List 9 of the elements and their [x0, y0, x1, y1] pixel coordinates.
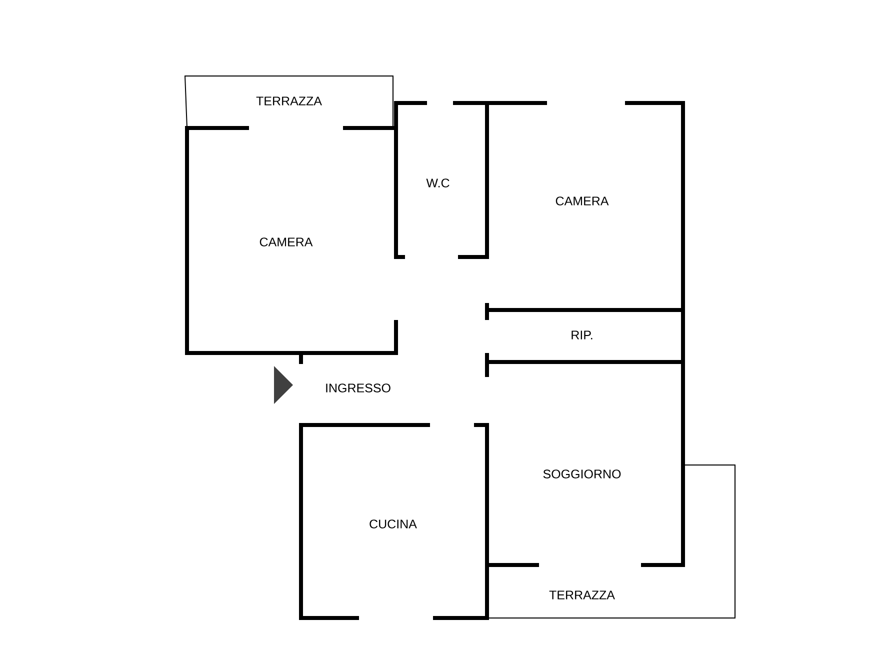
room-label: CAMERA — [556, 196, 609, 206]
room-label: TERRAZZA — [549, 590, 615, 600]
room-label: INGRESSO — [326, 384, 390, 392]
room-label: RIP. — [572, 330, 592, 340]
room-label: CUCINA — [370, 520, 417, 528]
room-label: W.C — [426, 178, 450, 188]
room-label: CAMERA — [260, 238, 313, 246]
room-label: TERRAZZA — [256, 96, 322, 106]
room-label: SOGGIORNO — [543, 470, 621, 478]
